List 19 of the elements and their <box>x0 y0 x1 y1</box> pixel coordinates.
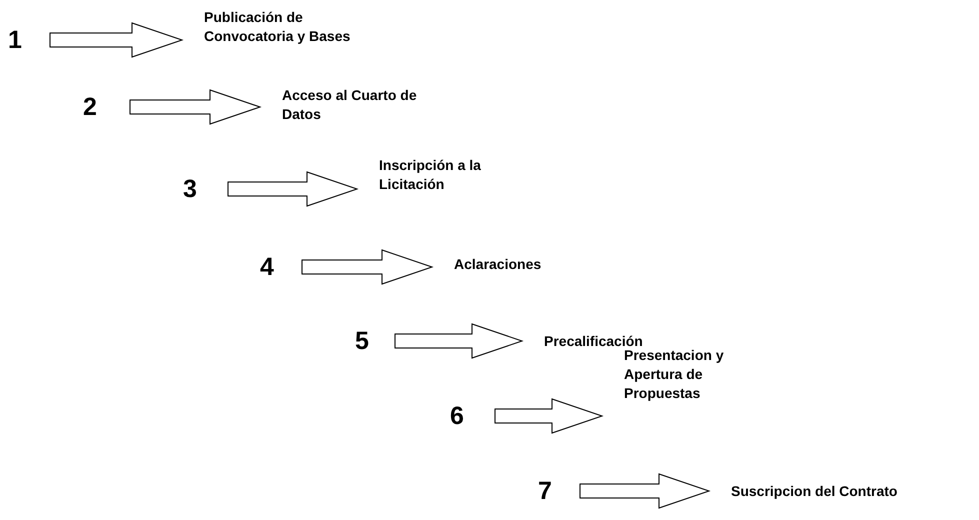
block-arrow <box>130 89 262 125</box>
step-label: Aclaraciones <box>432 255 582 274</box>
step-label: Inscripción a la Licitación <box>357 156 527 194</box>
step-number: 5 <box>355 326 395 356</box>
block-arrow <box>228 171 359 207</box>
step-label: Acceso al Cuarto de Datos <box>260 86 420 124</box>
step-number: 2 <box>83 92 130 122</box>
block-arrow <box>580 473 711 509</box>
block-arrow <box>494 398 604 434</box>
step-number: 7 <box>538 476 580 506</box>
step-number: 3 <box>183 174 228 204</box>
step-number: 1 <box>8 25 50 55</box>
block-arrow <box>50 22 184 58</box>
block-arrow <box>302 249 434 285</box>
block-arrow <box>394 323 524 359</box>
step-number: 4 <box>260 252 302 282</box>
step-label: Suscripcion del Contrato <box>709 482 974 501</box>
step-label: Publicación de Convocatoria y Bases <box>182 8 382 46</box>
step-number: 6 <box>450 401 495 431</box>
